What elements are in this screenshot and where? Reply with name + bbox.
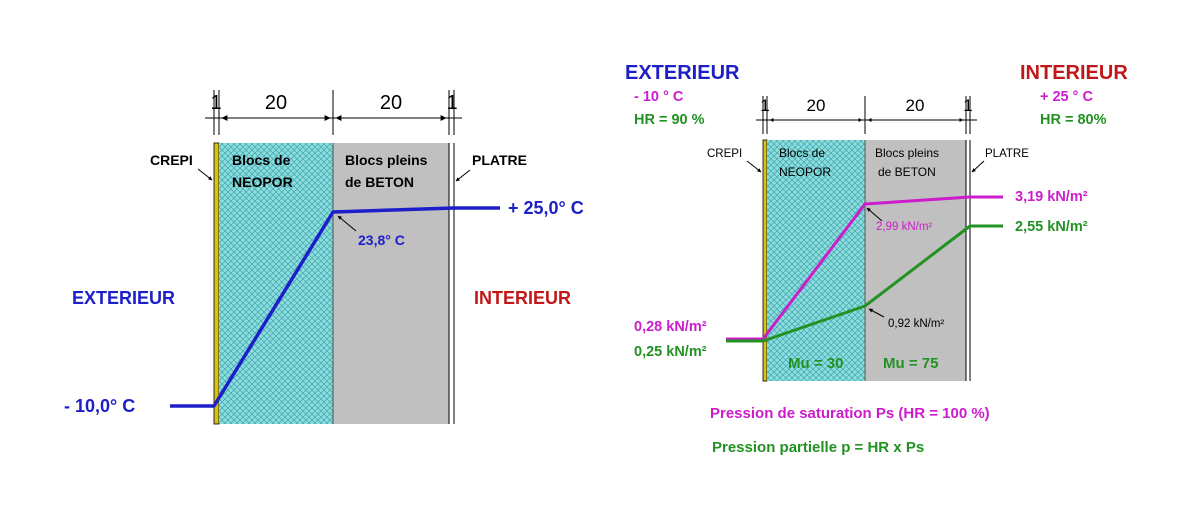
left-dim-1b: 1 bbox=[446, 92, 457, 114]
left-beton-label-2: de BETON bbox=[345, 174, 414, 190]
left-dimension-line bbox=[205, 90, 462, 135]
right-crepi-label: CREPI bbox=[707, 148, 742, 160]
left-beton-layer bbox=[333, 143, 449, 424]
left-neopor-label-2: NEOPOR bbox=[232, 174, 293, 190]
right-neopor-layer bbox=[767, 140, 865, 381]
right-mu-beton: Mu = 75 bbox=[883, 355, 938, 372]
right-ps-interface: 2,99 kN/m² bbox=[876, 221, 932, 233]
right-saturation-pressure-line bbox=[726, 195, 1003, 341]
right-interior-label: INTERIEUR bbox=[1020, 62, 1128, 84]
legend-saturation-pressure: Pression de saturation Ps (HR = 100 %) bbox=[710, 405, 990, 422]
left-dim-1a: 1 bbox=[210, 92, 221, 114]
right-mu-neopor: Mu = 30 bbox=[788, 355, 843, 372]
left-neopor-layer bbox=[219, 143, 333, 424]
right-crepi-layer bbox=[762, 139, 768, 382]
right-p-interior: 2,55 kN/m² bbox=[1015, 219, 1088, 235]
left-diagram: 1 20 20 1 CREPI Blocs de NEOPOR Blocs pl… bbox=[64, 90, 584, 425]
right-dim-20a: 20 bbox=[807, 96, 826, 115]
legend-partial-pressure: Pression partielle p = HR x Ps bbox=[712, 439, 924, 456]
left-temp-exterior: - 10,0° C bbox=[64, 396, 135, 416]
right-dim-20b: 20 bbox=[906, 96, 925, 115]
right-neopor-label-2: NEOPOR bbox=[779, 165, 831, 179]
left-platre-label: PLATRE bbox=[472, 152, 527, 168]
right-ps-exterior: 0,28 kN/m² bbox=[634, 319, 707, 335]
left-temp-interface: 23,8° C bbox=[358, 232, 405, 248]
right-exterior-label: EXTERIEUR bbox=[625, 62, 740, 84]
left-beton-label-1: Blocs pleins bbox=[345, 152, 428, 168]
right-interior-temp: + 25 ° C bbox=[1040, 89, 1093, 105]
left-crepi-layer bbox=[213, 142, 220, 425]
left-temperature-line bbox=[170, 206, 500, 408]
left-crepi-label: CREPI bbox=[150, 152, 193, 168]
right-beton-label-1: Blocs pleins bbox=[875, 146, 939, 160]
right-beton-label-2: de BETON bbox=[878, 165, 936, 179]
right-interior-hr: HR = 80% bbox=[1040, 112, 1107, 128]
right-ps-interior: 3,19 kN/m² bbox=[1015, 189, 1088, 205]
left-temp-interior: + 25,0° C bbox=[508, 198, 584, 218]
right-exterior-temp: - 10 ° C bbox=[634, 89, 684, 105]
right-diagram: 1 20 20 1 CREPI Blocs de NEOPOR Blocs pl… bbox=[625, 62, 1128, 456]
right-p-exterior: 0,25 kN/m² bbox=[634, 344, 707, 360]
right-dim-1b: 1 bbox=[963, 96, 972, 115]
right-dimension-line bbox=[756, 96, 977, 134]
left-exterior-label: EXTERIEUR bbox=[72, 288, 175, 308]
right-neopor-label-1: Blocs de bbox=[779, 146, 825, 160]
left-interior-label: INTERIEUR bbox=[474, 288, 571, 308]
left-dim-20a: 20 bbox=[265, 92, 287, 114]
right-exterior-hr: HR = 90 % bbox=[634, 112, 705, 128]
right-p-interface: 0,92 kN/m² bbox=[888, 318, 944, 330]
left-dim-20b: 20 bbox=[380, 92, 402, 114]
right-partial-pressure-line bbox=[726, 224, 1003, 343]
right-platre-label: PLATRE bbox=[985, 148, 1029, 160]
left-neopor-label-1: Blocs de bbox=[232, 152, 291, 168]
right-dim-1a: 1 bbox=[760, 96, 769, 115]
right-beton-layer bbox=[865, 140, 966, 381]
